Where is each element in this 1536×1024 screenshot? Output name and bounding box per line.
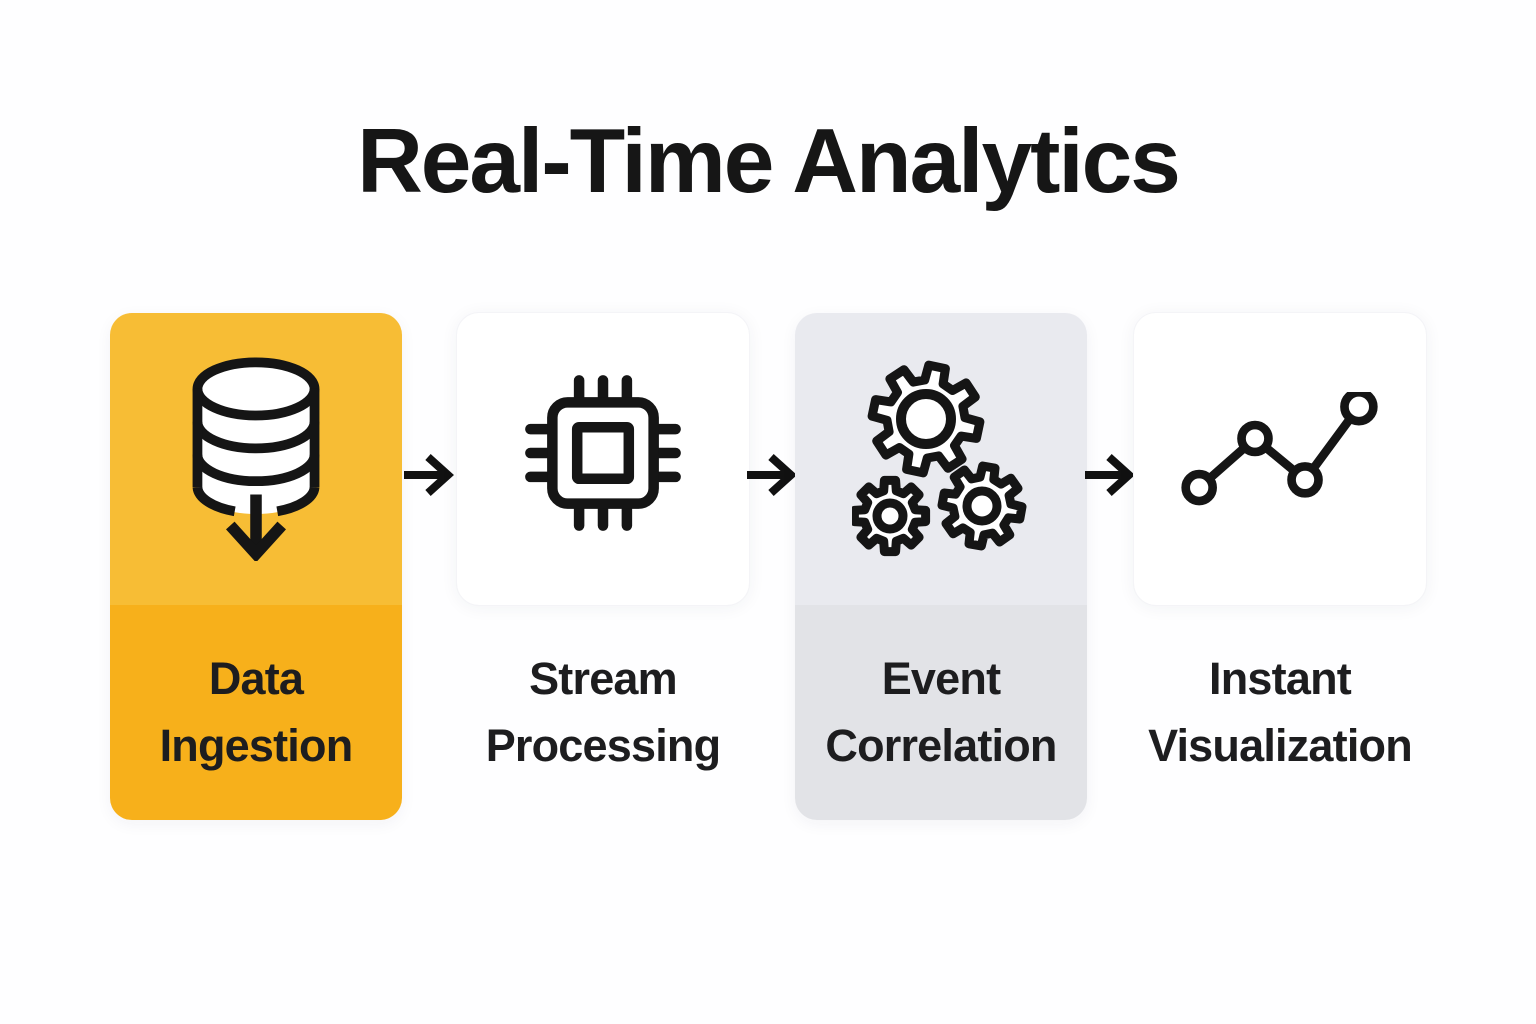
step-card-instant-visualization: Instant Visualization: [1133, 312, 1427, 820]
gears-icon: [852, 360, 1027, 557]
step-label-area: Data Ingestion: [110, 605, 402, 820]
icon-area: [110, 313, 402, 605]
step-label-area: Instant Visualization: [1134, 605, 1426, 820]
step-label: Event Correlation: [825, 652, 1057, 771]
icon-area: [1133, 312, 1427, 606]
arrow-right-icon: [404, 454, 454, 496]
step-card-event-correlation: Event Correlation: [795, 313, 1087, 820]
step-card-stream-processing: Stream Processing: [456, 312, 750, 820]
line-chart-icon: [1181, 392, 1378, 506]
step-label: Data Ingestion: [159, 652, 354, 771]
database-ingest-icon: [192, 357, 320, 561]
step-label: Stream Processing: [485, 652, 721, 771]
step-card-data-ingestion: Data Ingestion: [110, 313, 402, 820]
step-label: Instant Visualization: [1148, 652, 1413, 771]
page-title: Real-Time Analytics: [357, 111, 1181, 212]
icon-area: [456, 312, 750, 606]
step-label-area: Stream Processing: [457, 605, 749, 820]
icon-area: [795, 313, 1087, 605]
arrow-right-icon: [1085, 454, 1135, 496]
cpu-chip-icon: [525, 375, 681, 531]
step-label-area: Event Correlation: [795, 605, 1087, 820]
arrow-right-icon: [747, 454, 797, 496]
